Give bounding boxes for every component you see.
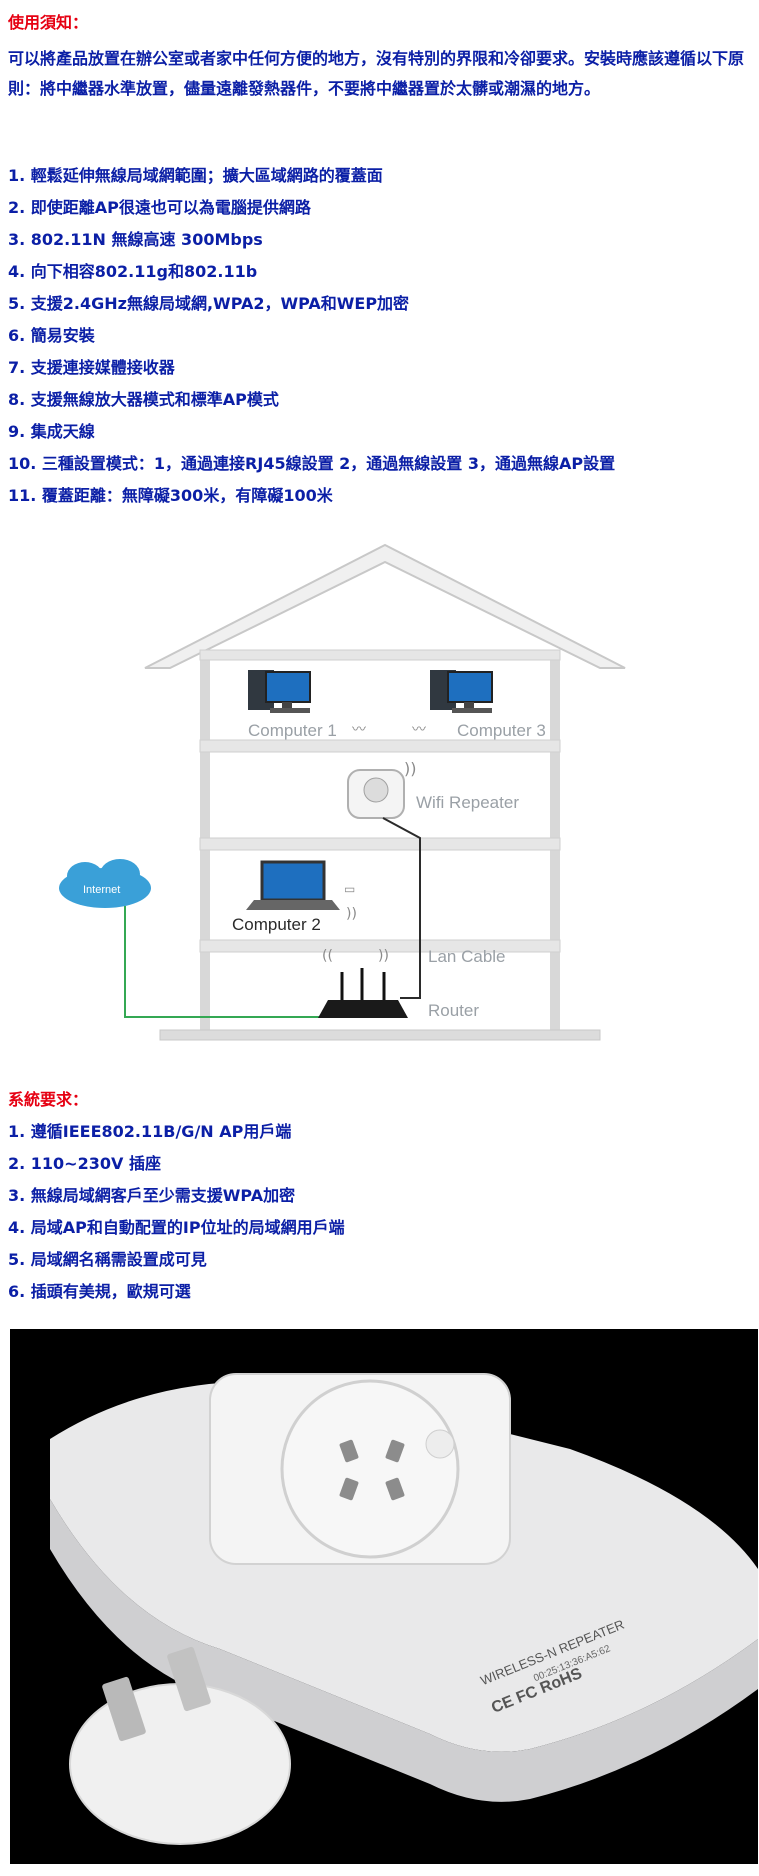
product-photo: WIRELESS-N REPEATER 00:25:13:36:A5:62 CE… xyxy=(10,1329,758,1864)
floor-slab xyxy=(199,939,561,953)
feature-item: 6. 簡易安裝 xyxy=(8,326,95,345)
feature-item: 4. 向下相容802.11g和802.11b xyxy=(8,262,258,281)
requirement-item: 2. 110~230V 插座 xyxy=(8,1154,161,1173)
feature-item: 5. 支援2.4GHz無線局域網,WPA2，WPA和WEP加密 xyxy=(8,294,410,313)
feature-list: 1. 輕鬆延伸無線局域網範圍；擴大區域網路的覆蓋面 2. 即使距離AP很遠也可以… xyxy=(8,160,615,512)
internet-cloud-icon xyxy=(59,859,151,908)
wifi-signal-icon: )) xyxy=(346,906,357,922)
requirement-item: 6. 插頭有美規，歐規可選 xyxy=(8,1282,191,1301)
feature-item: 9. 集成天線 xyxy=(8,422,95,441)
computer-1-label: Computer 1 xyxy=(248,721,337,740)
lan-cable-line xyxy=(382,817,421,999)
requirements-heading: 系統要求： xyxy=(8,1090,89,1109)
requirement-item: 4. 局域AP和自動配置的IP位址的局域網用戶端 xyxy=(8,1218,345,1237)
requirement-item: 1. 遵循IEEE802.11B/G/N AP用戶端 xyxy=(8,1122,292,1141)
lan-cable-label: Lan Cable xyxy=(428,947,506,966)
wifi-repeater-label: Wifi Repeater xyxy=(416,793,519,812)
internet-label: Internet xyxy=(83,884,120,896)
wifi-signal-icon: )) xyxy=(404,759,416,778)
computer-3-label: Computer 3 xyxy=(457,721,546,740)
router-label: Router xyxy=(428,1001,479,1020)
feature-item: 1. 輕鬆延伸無線局域網範圍；擴大區域網路的覆蓋面 xyxy=(8,166,383,185)
feature-item: 3. 802.11N 無線高速 300Mbps xyxy=(8,230,263,249)
us-plug-adapter xyxy=(69,1646,291,1845)
plug-socket xyxy=(280,1379,460,1559)
wifi-signal-icon: ▭ xyxy=(344,882,355,896)
floor-slab xyxy=(159,1029,601,1041)
house-roof xyxy=(144,543,626,669)
requirement-item: 5. 局域網名稱需設置成可見 xyxy=(8,1250,207,1269)
wifi-signal-icon: 〰 xyxy=(352,722,366,738)
wifi-repeater-icon xyxy=(347,769,405,819)
wifi-signal-icon: (( xyxy=(322,948,333,964)
network-diagram: Computer 1 〰 〰 Computer 3 )) Wifi Repeat… xyxy=(59,543,626,1041)
computer-2-icon xyxy=(246,860,340,910)
floor-slab xyxy=(199,739,561,753)
requirement-item: 3. 無線局域網客戶至少需支援WPA加密 xyxy=(8,1186,296,1205)
floor-slab xyxy=(199,649,561,661)
wifi-signal-icon: )) xyxy=(378,948,389,964)
feature-item: 2. 即使距離AP很遠也可以為電腦提供網路 xyxy=(8,198,311,217)
computer-2-label: Computer 2 xyxy=(232,915,321,934)
feature-item: 11. 覆蓋距離：無障礙300米，有障礙100米 xyxy=(8,486,333,505)
wifi-signal-icon: 〰 xyxy=(412,722,426,738)
notice-intro: 可以將產品放置在辦公室或者家中任何方便的地方，沒有特別的界限和冷卻要求。安裝時應… xyxy=(8,49,745,98)
feature-item: 7. 支援連接媒體接收器 xyxy=(8,358,175,377)
notice-heading: 使用須知： xyxy=(8,13,89,32)
internet-line xyxy=(124,906,330,1018)
computer-1-icon xyxy=(248,670,311,713)
feature-item: 10. 三種設置模式：1，通過連接RJ45線設置 2，通過無線設置 3，通過無線… xyxy=(8,454,616,473)
requirements-list: 1. 遵循IEEE802.11B/G/N AP用戶端 2. 110~230V 插… xyxy=(8,1116,345,1308)
router-icon xyxy=(318,968,408,1018)
computer-3-icon xyxy=(430,670,493,713)
feature-item: 8. 支援無線放大器模式和標準AP模式 xyxy=(8,390,279,409)
floor-slab xyxy=(199,837,561,851)
